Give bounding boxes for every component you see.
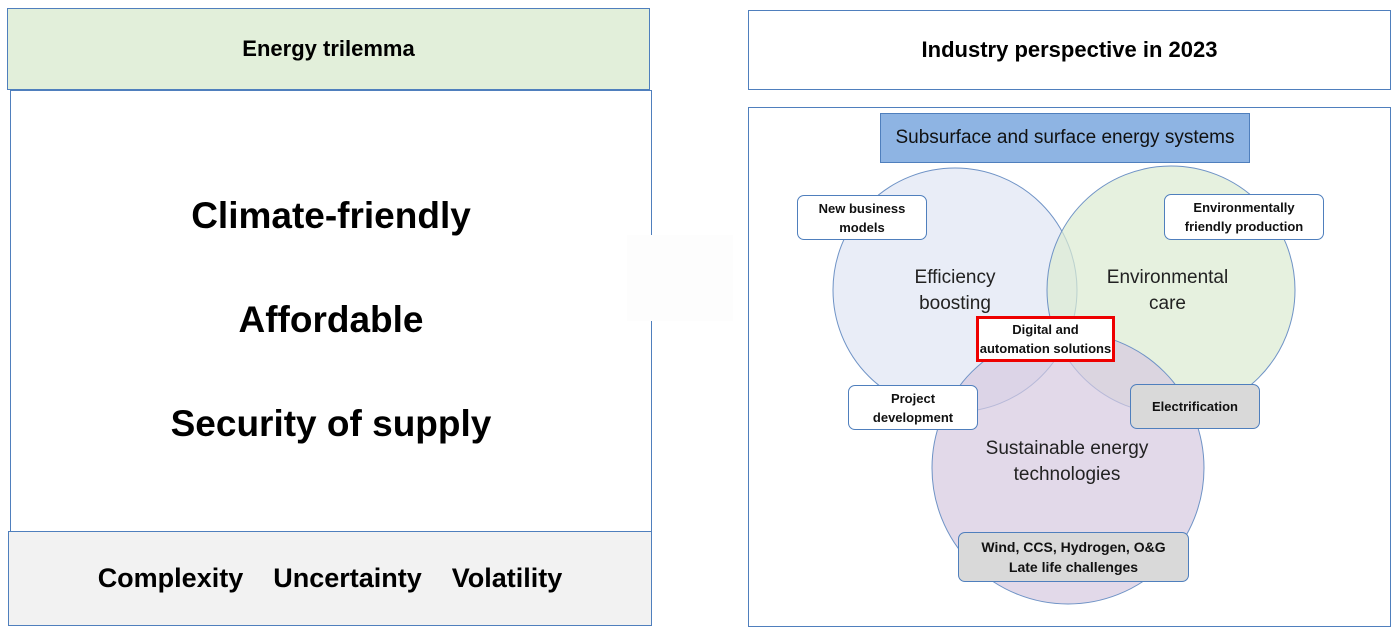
tag-text: Project development (872, 390, 954, 425)
industry-perspective-title-text: Industry perspective in 2023 (921, 37, 1218, 62)
label-efficiency-boosting: Efficiency boosting (914, 267, 996, 314)
tag-text: Environmentally friendly production (1184, 200, 1304, 234)
label-sustainable-energy-technologies: Sustainable energy technologies (985, 438, 1149, 485)
energy-trilemma-title-text: Energy trilemma (242, 36, 415, 61)
tag-digital-automation-solutions: Digital and automation solutions (976, 316, 1115, 362)
tag-electrification: Electrification (1130, 384, 1260, 429)
tag-text: Electrification (1152, 399, 1238, 414)
tag-text: Wind, CCS, Hydrogen, O&G Late life chall… (981, 539, 1166, 575)
pillar-climate-friendly: Climate-friendly (191, 195, 471, 236)
challenge-uncertainty: Uncertainty (273, 563, 422, 593)
pillar-affordable: Affordable (238, 299, 424, 340)
faint-background-rectangle (627, 235, 733, 321)
challenge-volatility: Volatility (451, 563, 563, 593)
tag-text: New business models (818, 200, 906, 235)
pillar-security-of-supply: Security of supply (170, 403, 492, 444)
energy-trilemma-title: Energy trilemma (7, 8, 650, 90)
challenge-complexity: Complexity (97, 563, 244, 593)
tag-project-development: Project development (848, 385, 978, 430)
systems-header-text: Subsurface and surface energy systems (895, 127, 1235, 148)
tag-new-business-models: New business models (797, 195, 927, 240)
tag-text: Digital and automation solutions (979, 322, 1112, 356)
label-environmental-care: Environmental care (1106, 267, 1229, 314)
subsurface-surface-systems-header: Subsurface and surface energy systems (880, 113, 1250, 163)
tag-technologies-list: Wind, CCS, Hydrogen, O&G Late life chall… (958, 532, 1189, 582)
challenges-box: Complexity Uncertainty Volatility (8, 531, 652, 626)
industry-perspective-title: Industry perspective in 2023 (748, 10, 1391, 90)
tag-environmentally-friendly-production: Environmentally friendly production (1164, 194, 1324, 240)
